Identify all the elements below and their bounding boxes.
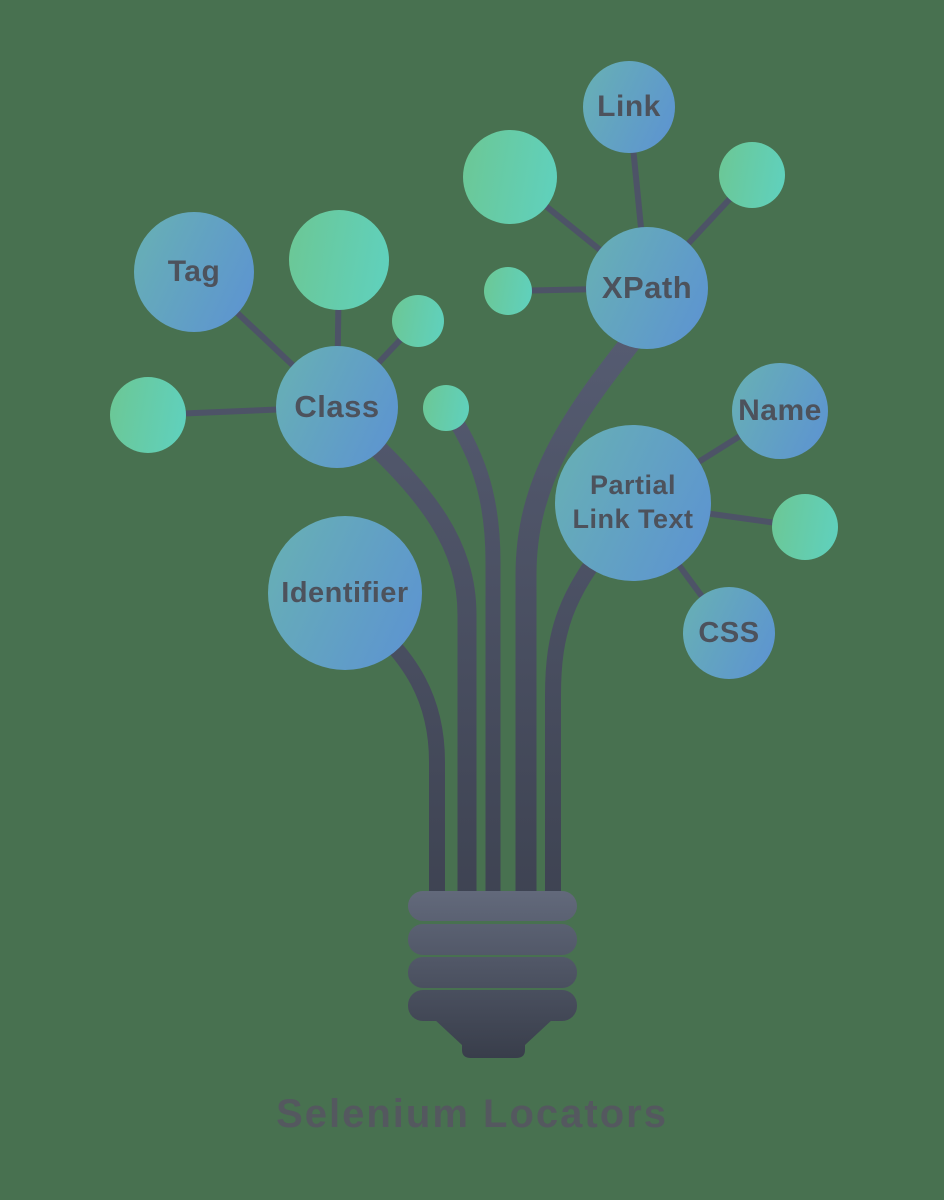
bulb-thread-2 (408, 924, 577, 955)
wire-stem-class (346, 418, 477, 915)
node-green-top-circle (463, 130, 557, 224)
diagram-title: Selenium Locators (276, 1092, 668, 1136)
bulb-thread-4 (408, 990, 577, 1021)
node-name-circle: Name (732, 363, 828, 459)
wire-stem-plt (545, 530, 620, 913)
node-green-mid-left-circle (484, 267, 532, 315)
bulb-thread-3 (408, 957, 577, 988)
node-green-plt-right-circle (772, 494, 838, 560)
bulb-thread-1 (408, 891, 577, 921)
node-green-left-circle (110, 377, 186, 453)
node-green-class-right-circle (392, 295, 444, 347)
node-xpath-circle: XPath (586, 227, 708, 349)
node-link-circle: Link (583, 61, 675, 153)
wire-stem-xpath (515, 317, 653, 916)
node-name-label: Name (738, 394, 822, 428)
node-identifier-circle: Identifier (268, 516, 422, 670)
node-green-dot-center-circle (423, 385, 469, 431)
node-green-top-right-circle (719, 142, 785, 208)
node-link-label: Link (597, 90, 661, 124)
node-css-label: CSS (698, 616, 760, 649)
node-class-circle: Class (276, 346, 398, 468)
node-green-above-class-circle (289, 210, 389, 310)
bulb-base-tip (434, 1019, 553, 1058)
node-css-circle: CSS (683, 587, 775, 679)
node-tag-circle: Tag (134, 212, 254, 332)
node-class-label: Class (294, 388, 380, 424)
node-plt-circle: Partial Link Text (555, 425, 711, 581)
node-xpath-label: XPath (601, 269, 693, 305)
bulb-base (408, 891, 577, 1058)
node-identifier-label: Identifier (281, 576, 409, 609)
node-tag-label: Tag (167, 255, 221, 289)
node-plt-label: Partial Link Text (572, 470, 694, 534)
